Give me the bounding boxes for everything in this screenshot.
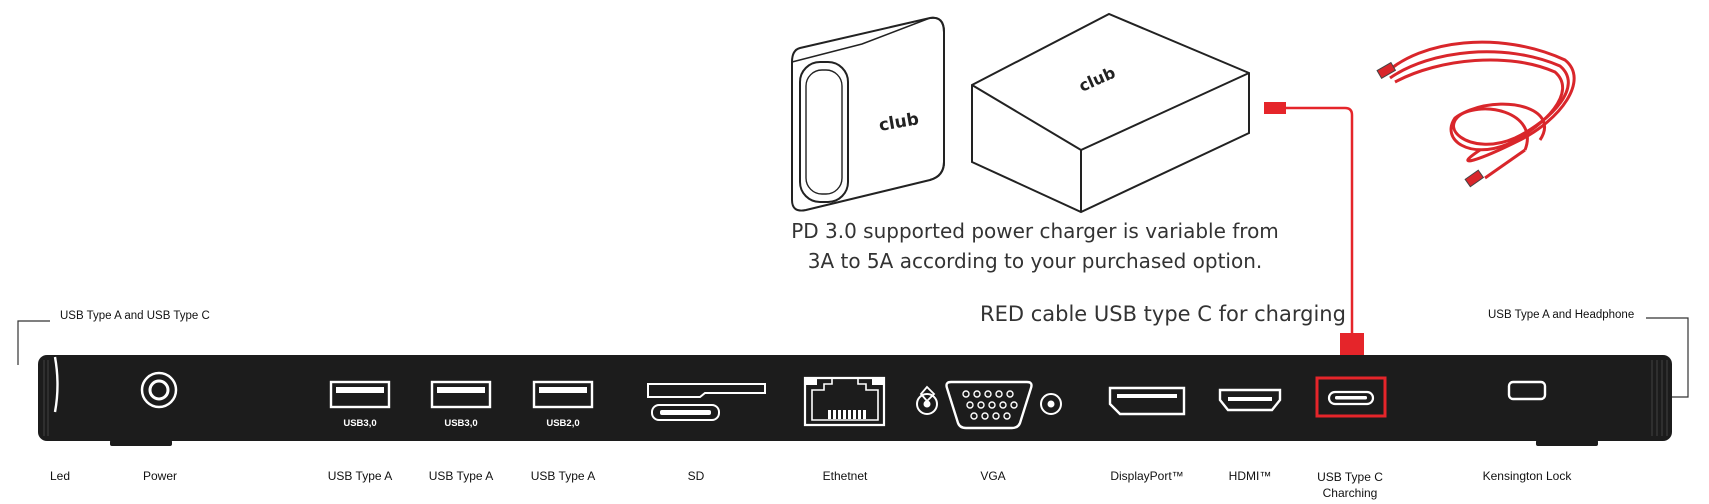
usb-port-2-text: USB3,0 [444,418,478,429]
ethernet-port [803,376,886,427]
port-label-displayport: DisplayPort™ [1110,469,1184,483]
port-label-power: Power [142,469,177,483]
sd-card-slot [647,383,766,421]
usb-port-1-text: USB3,0 [343,418,377,429]
usb-c-charging-port [1315,376,1387,418]
power-brick-illustration: club [971,12,1250,214]
usb-port-3-text: USB2,0 [546,418,580,429]
port-label-usb-a-2: USB Type A [428,469,494,483]
port-label-sd: SD [687,469,705,483]
right-side-label: USB Type A and Headphone [1482,309,1641,321]
red-cable-caption: RED cable USB type C for charging [980,302,1346,326]
vga-port [916,380,1062,430]
kensington-lock-slot [1507,380,1547,401]
port-label-vga: VGA [980,469,1006,483]
charger-caption-line1: PD 3.0 supported power charger is variab… [791,219,1279,243]
charger-caption-line2: 3A to 5A according to your purchased opt… [807,249,1263,273]
usb-a-port-1 [329,380,391,409]
port-label-usb-c: USB Type C Charching [1300,469,1400,501]
red-cable-coil-illustration [1376,40,1576,188]
displayport-port [1108,386,1186,416]
port-label-led: Led [49,469,71,483]
port-label-kensington: Kensington Lock [1482,469,1572,483]
port-label-usb-a-1: USB Type A [327,469,393,483]
usb-a-port-2 [430,380,492,409]
hdmi-port [1218,388,1282,412]
port-label-hdmi: HDMI™ [1228,469,1272,483]
port-label-ethernet: Ethetnet [822,469,868,483]
charger-caption: PD 3.0 supported power charger is variab… [790,216,1280,276]
usb-a-port-3 [532,380,594,409]
led-indicator [53,356,59,413]
left-side-label: USB Type A and USB Type C [54,310,216,322]
wall-charger-illustration: club [791,16,945,212]
dock-body [38,355,1672,446]
port-label-usb-c-line2: Charching [1322,486,1378,500]
power-port [140,371,178,409]
port-label-usb-c-line1: USB Type C [1317,470,1383,484]
port-label-usb-a-3: USB Type A [530,469,596,483]
